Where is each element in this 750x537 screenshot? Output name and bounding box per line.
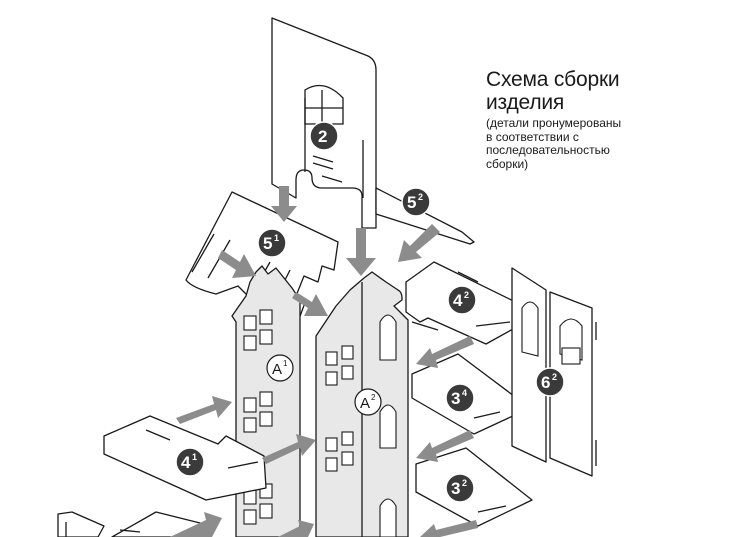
part-badge-3-4: 3 4 — [445, 383, 475, 413]
arrow-from-3-4 — [416, 430, 474, 462]
caption-note-line-2: в соответствии с — [486, 129, 579, 144]
badge-4-1-number: 4 — [181, 453, 191, 472]
wall-a1-index: 1 — [283, 359, 288, 368]
caption-title-line-2: изделия — [486, 91, 565, 114]
badge-5-1-index: 1 — [274, 233, 279, 243]
badge-6-2-index: 2 — [552, 372, 557, 382]
caption-title-line-1: Схема сборки — [486, 68, 620, 91]
arrow-part-2-down-left — [271, 186, 297, 222]
wall-label-a1: A 1 — [266, 354, 294, 382]
caption-note-line-4: сборки) — [486, 156, 529, 171]
arrow-to-a1-upper — [176, 396, 232, 424]
arrow-from-4-2 — [416, 336, 474, 368]
arrow-5-2-left — [398, 224, 440, 262]
arrow-5-1-lower — [292, 292, 328, 316]
badge-4-2-index: 2 — [464, 290, 469, 300]
badge-3-4-index: 4 — [462, 388, 467, 398]
badge-3-4-number: 3 — [451, 389, 460, 408]
badge-2-number: 2 — [318, 127, 327, 146]
part-badge-6-2: 6 2 — [535, 367, 565, 397]
caption-note: (детали пронумерованы в соответствии с п… — [486, 116, 726, 171]
part-badge-3-2: 3 2 — [445, 473, 475, 503]
badge-6-2-number: 6 — [541, 373, 550, 392]
wall-label-a2: A 2 — [354, 388, 382, 416]
wall-a2-letter: A — [360, 395, 370, 412]
caption-note-line-1: (детали пронумерованы — [486, 116, 622, 130]
wall-a1 — [231, 265, 301, 537]
part-5-2-panel — [375, 187, 475, 245]
arrow-5-1-right — [218, 250, 256, 278]
badge-4-1-index: 1 — [192, 452, 197, 462]
arrow-part-2-down-right — [346, 228, 376, 276]
assembly-arrows — [170, 186, 478, 537]
diagram-caption: Схема сборки изделия (детали пронумерова… — [486, 68, 726, 171]
badge-3-2-number: 3 — [451, 479, 460, 498]
part-badge-4-2: 4 2 — [447, 285, 477, 315]
arrow-bottom-left — [170, 512, 222, 537]
part-6-2-panel — [511, 267, 597, 477]
badge-3-2-index: 2 — [462, 478, 467, 488]
badge-4-2-number: 4 — [453, 291, 463, 310]
part-badge-2: 2 — [309, 121, 339, 151]
badge-5-2-number: 5 — [407, 193, 416, 212]
badge-5-2-index: 2 — [418, 192, 423, 202]
wall-a2-index: 2 — [371, 393, 376, 402]
arrow-bottom-center — [278, 520, 314, 537]
arrow-from-3-2 — [420, 520, 478, 537]
part-badge-5-1: 5 1 — [257, 228, 287, 258]
part-badge-5-2: 5 2 — [401, 187, 431, 217]
badge-5-1-number: 5 — [263, 234, 272, 253]
wall-a1-letter: A — [272, 361, 282, 378]
caption-note-line-3: последовательностью — [486, 143, 610, 157]
part-badge-4-1: 4 1 — [175, 447, 205, 477]
arrow-to-a2-mid — [262, 434, 316, 464]
